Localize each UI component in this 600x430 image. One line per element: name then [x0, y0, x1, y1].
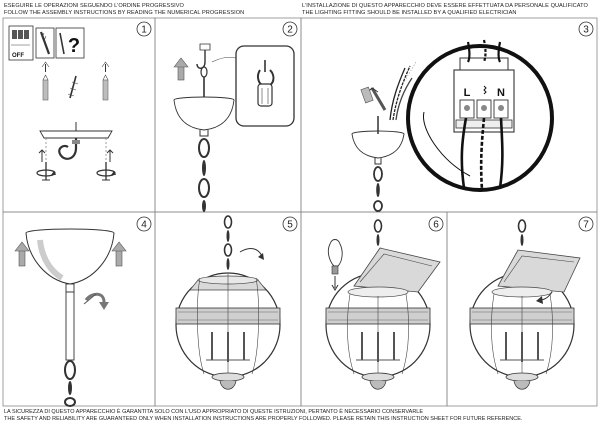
panel-4-drawing [14, 228, 127, 407]
ceiling-plate [39, 122, 113, 180]
header-right-line-1: L'INSTALLAZIONE DI QUESTO APPARECCHIO DE… [302, 3, 588, 9]
step-number-7: 7 [583, 220, 589, 231]
step-badge-2: 2 [282, 21, 298, 37]
hanging-rod [64, 291, 76, 407]
step-number-4: 4 [141, 220, 147, 231]
up-arrow-icon [173, 57, 189, 81]
step-badge-3: 3 [578, 21, 594, 37]
earth-icon [483, 85, 487, 95]
step-badge-5: 5 [282, 216, 298, 232]
screw-icon [67, 75, 79, 99]
panel-grid [2, 17, 598, 407]
canopy-cup [351, 116, 405, 165]
hook-icon [58, 138, 80, 160]
zoom-detail-box [235, 45, 295, 127]
question-mark: ? [68, 35, 80, 57]
panel-7-frame [446, 211, 598, 407]
step-badge-7: 7 [578, 216, 594, 232]
panel-7-drawing [469, 219, 581, 390]
step-number-5: 5 [287, 220, 293, 231]
canopy-bell [25, 228, 115, 293]
live-label: L [464, 87, 471, 99]
wire-stripper-icon [360, 86, 387, 111]
wall-plug-icon [41, 61, 50, 101]
footer-notice: LA SICUREZZA DI QUESTO APPARECCHIO È GAR… [4, 409, 522, 423]
panel-6-drawing [325, 219, 441, 390]
hanging-chain [198, 138, 210, 212]
up-arrow-icon [38, 149, 114, 162]
header-left: ESEGUIRE LE OPERAZIONI SEGUENDO L'ORDINE… [4, 3, 244, 17]
step-number-1: 1 [141, 25, 147, 36]
globe-lantern [469, 249, 581, 390]
panel-1-drawing: OFF ? [8, 25, 116, 181]
panel-5-drawing [175, 215, 281, 390]
off-label: OFF [12, 53, 24, 59]
step-number-2: 2 [287, 25, 293, 36]
header-left-line-2: FOLLOW THE ASSEMBLY INSTRUCTIONS BY READ… [4, 10, 245, 16]
wall-plug-right-icon [101, 61, 110, 101]
header-left-line-1: ESEGUIRE LE OPERAZIONI SEGUENDO L'ORDINE… [4, 3, 184, 9]
globe-lantern [175, 272, 281, 390]
up-arrow-icon [14, 241, 127, 267]
close-lid-arrow-icon [536, 291, 553, 304]
light-bulb-icon [327, 239, 343, 291]
neutral-label: N [497, 87, 505, 99]
header-right: L'INSTALLAZIONE DI QUESTO APPARECCHIO DE… [302, 3, 588, 17]
hanging-chain [373, 219, 383, 246]
screw-rotate-right-icon [96, 162, 116, 181]
rotate-arrow-icon [83, 292, 109, 310]
chain-link-icon [200, 66, 208, 98]
terminal-block: L N [453, 57, 515, 133]
panel-3-drawing: L N [351, 39, 554, 212]
step-number-6: 6 [433, 220, 439, 231]
globe-lantern [325, 247, 441, 390]
panel-2-drawing [173, 43, 295, 212]
wires-bundle [389, 65, 413, 121]
step-badge-1: 1 [136, 21, 152, 37]
question-icon: ? [55, 27, 85, 59]
hanging-chain [223, 215, 233, 270]
footer-line-2: THE SAFETY AND RELIABILITY ARE GUARANTEE… [4, 416, 523, 422]
breaker-off-icon: OFF [8, 25, 34, 61]
step-badge-4: 4 [136, 216, 152, 232]
screw-rotate-left-icon [36, 162, 56, 181]
canopy-cup [173, 96, 235, 137]
rotate-arrow-icon [239, 248, 264, 260]
step-badge-6: 6 [428, 216, 444, 232]
terminal-block-magnifier: L N [406, 39, 554, 192]
ceiling-hook [199, 43, 211, 51]
footer-line-1: LA SICUREZZA DI QUESTO APPARECCHIO È GAR… [4, 409, 424, 415]
step-numbers: 1 2 3 4 5 6 7 [136, 21, 594, 232]
hanging-chain [517, 219, 527, 246]
hanging-chain [373, 166, 383, 212]
step-number-3: 3 [583, 25, 589, 36]
screwdriver-icon [35, 27, 55, 59]
header-right-line-2: THE LIGHTING FITTING SHOULD BE INSTALLED… [302, 10, 517, 16]
